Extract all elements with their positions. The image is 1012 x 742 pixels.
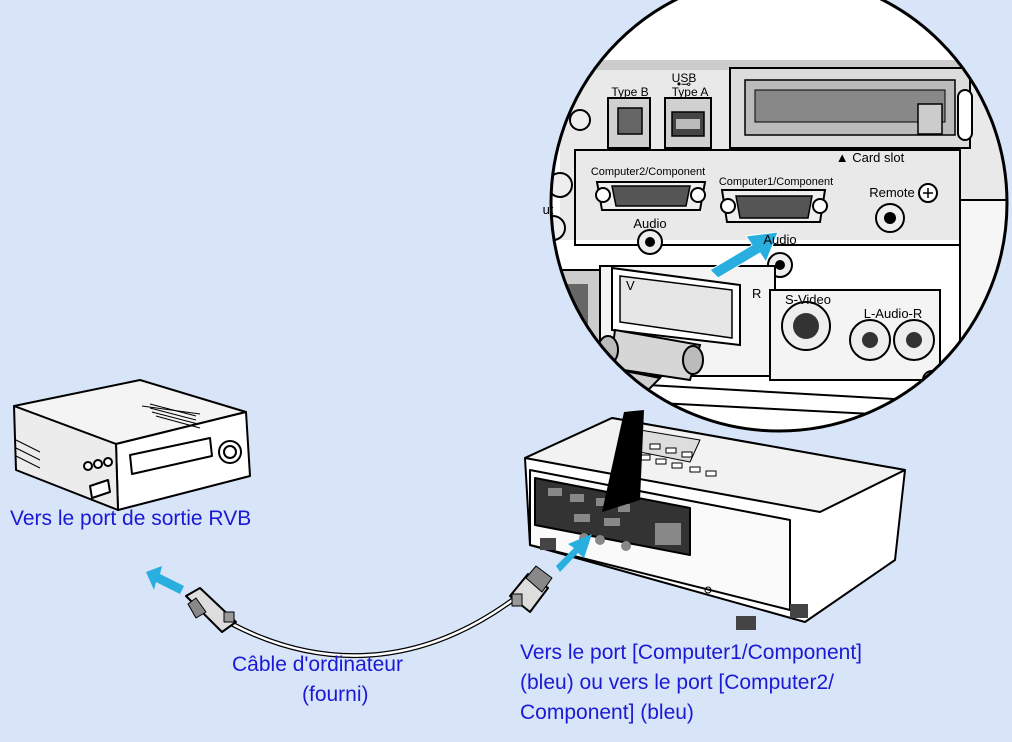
partial-r-label: R (752, 286, 761, 301)
rgb-output-caption: Vers le port de sortie RVB (10, 507, 252, 530)
type-a-label: Type A (672, 85, 709, 99)
computer1-label: Computer1/Component (719, 176, 833, 188)
s-video-label: S-Video (785, 292, 831, 307)
usb-symbol-icon: •⊸ (677, 77, 691, 91)
l-audio-r-label: L-Audio-R (864, 306, 923, 321)
arrow-to-projector-icon (556, 534, 592, 572)
audio-label-2: Audio (633, 216, 666, 231)
type-b-label: Type B (611, 85, 648, 99)
partial-out-label: ut (543, 202, 554, 217)
port-caption-line3: Component] (bleu) (520, 701, 694, 724)
remote-label: Remote (869, 185, 915, 200)
card-slot-label: ▲ Card slot (836, 150, 905, 165)
zoomed-rear-panel: USB •⊸ Type B Type A ▲ Card slot Compute… (543, 0, 1009, 433)
audio-label-1: Audio (763, 232, 796, 247)
source-device (13, 379, 251, 511)
computer2-label: Computer2/Component (591, 166, 705, 178)
callout-pointer (602, 410, 644, 512)
cable-caption-line1: Câble d'ordinateur (232, 653, 403, 676)
port-caption-line1: Vers le port [Computer1/Component] (520, 641, 863, 664)
projector (524, 417, 906, 630)
usb-label: USB (672, 71, 697, 85)
partial-video-label: V (626, 278, 635, 293)
cable-caption-line2: (fourni) (302, 683, 369, 706)
computer-cable (185, 565, 553, 659)
arrow-to-source-icon (146, 566, 184, 594)
port-caption-line2: (bleu) ou vers le port [Computer2/ (520, 671, 834, 694)
